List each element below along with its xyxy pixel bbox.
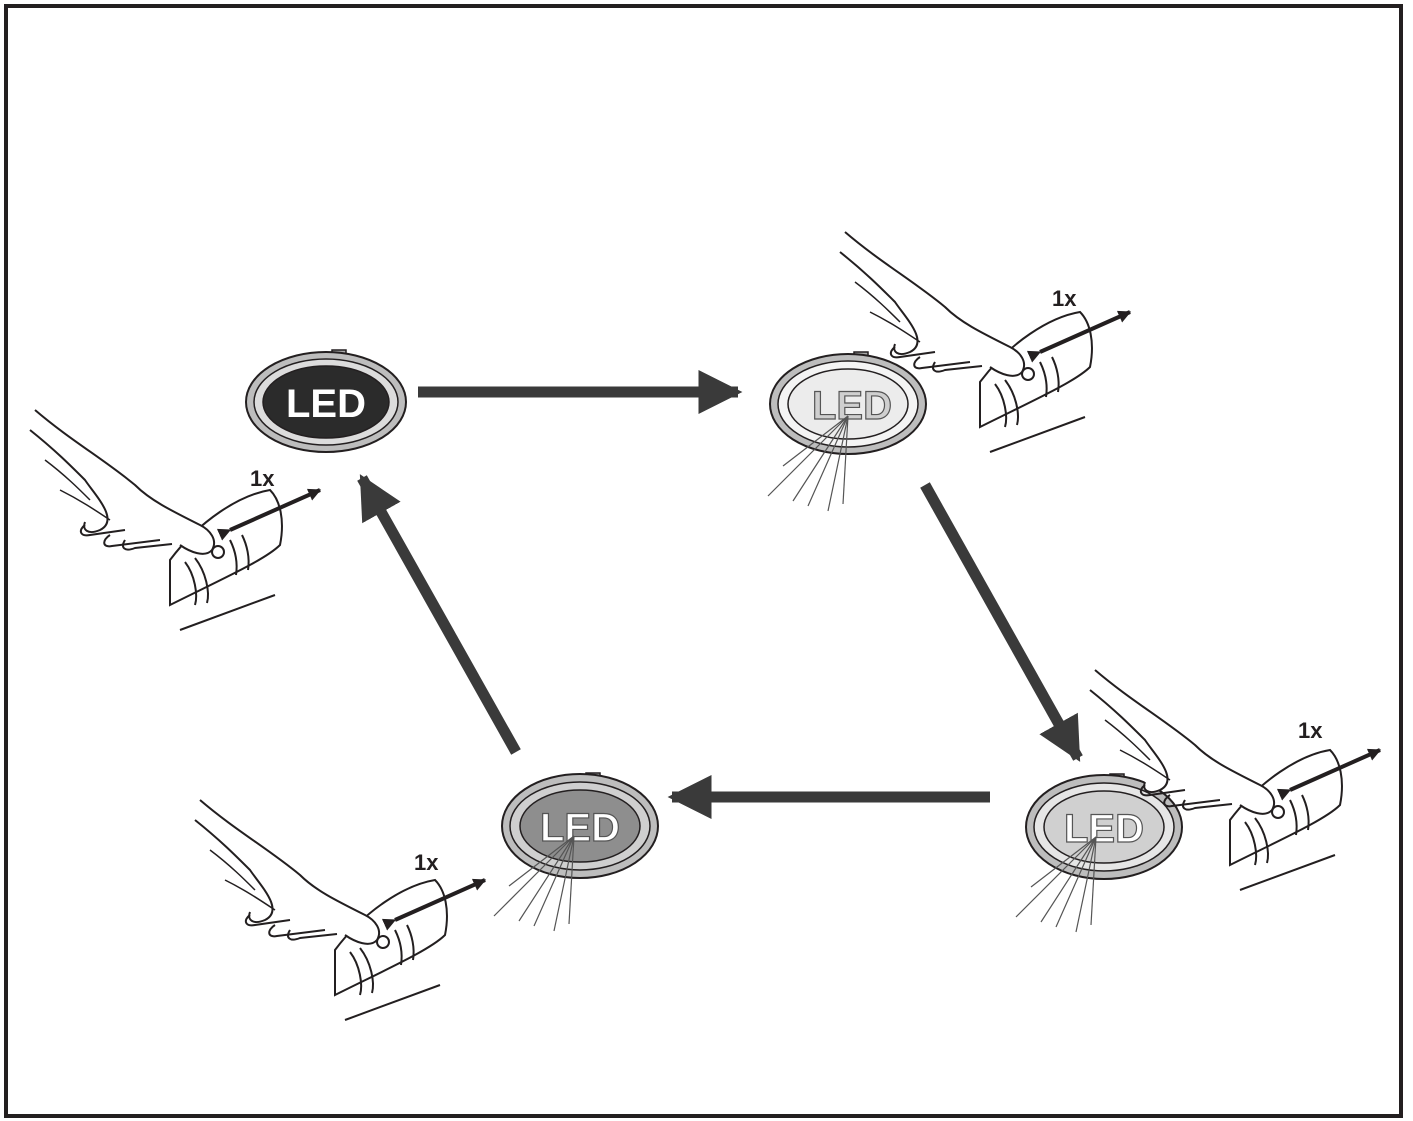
hand-pressing-button-icon (195, 800, 485, 1020)
press-count-label: 1x (1298, 718, 1323, 743)
led-light-disc-icon: LED (245, 349, 407, 453)
press-count-label: 1x (250, 466, 275, 491)
led-state-medium: LED 1x (1015, 670, 1380, 933)
led-label: LED (286, 382, 366, 426)
led-state-bright: LED 1x (767, 232, 1130, 512)
led-light-disc-icon: LED (1015, 773, 1183, 933)
led-state-dim: LED 1x (195, 772, 659, 1020)
led-label: LED (540, 806, 620, 850)
cycle-arrow-down-right (920, 482, 1083, 762)
press-count-label: 1x (1052, 286, 1077, 311)
led-state-off: LED 1x (30, 349, 407, 630)
led-label: LED (812, 384, 892, 428)
cycle-arrow-up-left (357, 474, 521, 755)
hand-pressing-button-icon (30, 410, 320, 630)
press-count-label: 1x (414, 850, 439, 875)
led-label: LED (1064, 807, 1144, 851)
led-light-disc-icon: LED (767, 351, 927, 512)
led-light-disc-icon: LED (493, 772, 659, 932)
